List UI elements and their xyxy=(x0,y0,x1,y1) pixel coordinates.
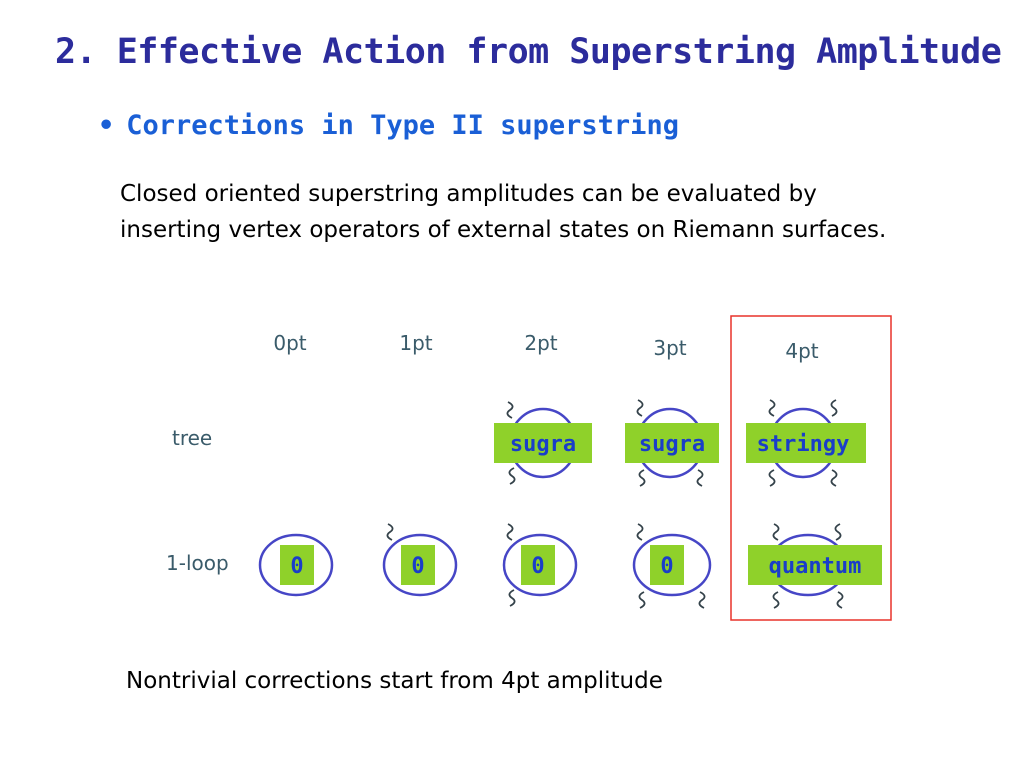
torus-shape xyxy=(382,533,458,597)
vertex-leg xyxy=(506,523,514,541)
label-box xyxy=(494,423,592,463)
vertex-leg xyxy=(830,469,838,487)
col-3pt: 3pt xyxy=(653,336,686,360)
label-box xyxy=(748,545,882,585)
loop-0pt-diagram: 0 xyxy=(258,533,334,597)
loop-3pt-label: 0 xyxy=(660,554,673,579)
body-paragraph: Closed oriented superstring amplitudes c… xyxy=(120,181,887,243)
col-1pt: 1pt xyxy=(399,331,432,355)
vertex-leg xyxy=(386,523,394,541)
vertex-leg xyxy=(772,523,780,541)
label-box xyxy=(746,423,866,463)
vertex-leg xyxy=(638,591,646,609)
label-box xyxy=(521,545,555,585)
vertex-leg xyxy=(636,523,644,541)
loop-1pt-label: 0 xyxy=(411,554,424,579)
label-box xyxy=(401,545,435,585)
vertex-leg xyxy=(638,469,646,487)
vertex-leg xyxy=(506,401,514,419)
slide-title: 2. Effective Action from Superstring Amp… xyxy=(55,32,1002,72)
torus-shape xyxy=(632,533,712,597)
vertex-leg xyxy=(698,591,706,609)
tree-3pt-diagram: sugra xyxy=(625,399,719,487)
vertex-leg xyxy=(830,399,838,417)
tree-2pt-label: sugra xyxy=(510,432,576,457)
bullet-heading: • Corrections in Type II superstring xyxy=(98,110,679,141)
loop-1pt-diagram: 0 xyxy=(382,523,458,597)
loop-3pt-diagram: 0 xyxy=(632,523,712,609)
bullet-text: Corrections in Type II superstring xyxy=(126,110,679,141)
torus-shape xyxy=(258,533,334,597)
vertex-leg xyxy=(836,591,844,609)
loop-0pt-label: 0 xyxy=(290,554,303,579)
highlight-frame-4pt xyxy=(730,315,892,621)
col-2pt: 2pt xyxy=(524,331,557,355)
vertex-leg xyxy=(636,399,644,417)
tree-4pt-diagram: stringy xyxy=(746,399,866,487)
vertex-leg xyxy=(696,469,704,487)
vertex-leg xyxy=(768,399,776,417)
loop-4pt-label: quantum xyxy=(769,554,862,579)
bullet-dot: • xyxy=(98,110,115,141)
row-tree: tree xyxy=(172,426,212,450)
loop-4pt-diagram: quantum xyxy=(748,523,882,609)
label-box xyxy=(650,545,684,585)
loop-2pt-diagram: 0 xyxy=(502,523,578,607)
tree-4pt-label: stringy xyxy=(757,432,850,457)
tree-2pt-diagram: sugra xyxy=(494,401,592,485)
footer-note: Nontrivial corrections start from 4pt am… xyxy=(126,668,663,694)
vertex-leg xyxy=(772,591,780,609)
vertex-leg xyxy=(768,469,776,487)
label-box xyxy=(280,545,314,585)
row-1-loop: 1-loop xyxy=(166,551,229,575)
label-box xyxy=(625,423,719,463)
col-0pt: 0pt xyxy=(273,331,306,355)
vertex-leg xyxy=(508,467,516,485)
torus-shape xyxy=(502,533,578,597)
col-4pt: 4pt xyxy=(785,339,818,363)
vertex-leg xyxy=(834,523,842,541)
tree-3pt-label: sugra xyxy=(639,432,705,457)
loop-2pt-label: 0 xyxy=(531,554,544,579)
vertex-leg xyxy=(508,589,516,607)
